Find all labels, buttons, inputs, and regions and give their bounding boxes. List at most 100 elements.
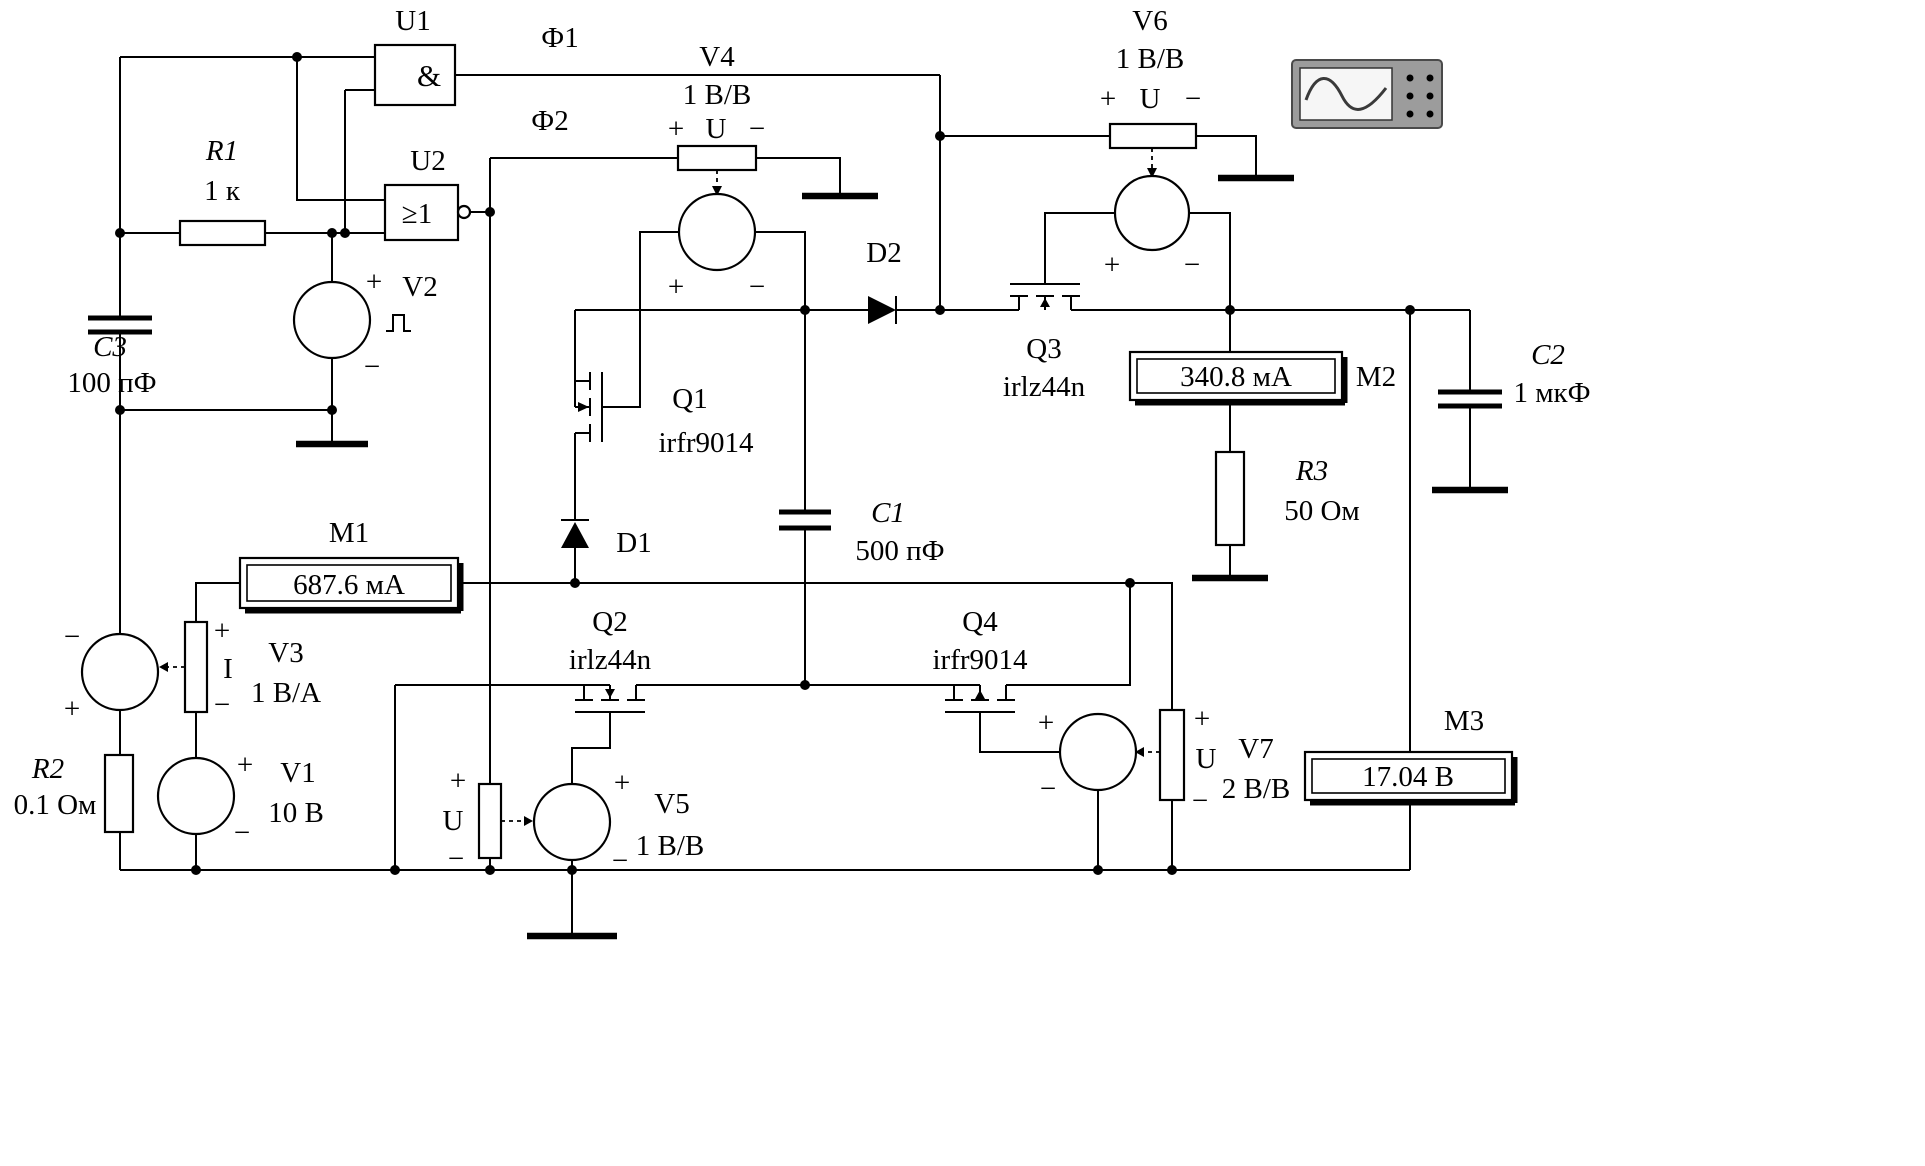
v4-plus-sign: + xyxy=(668,113,684,145)
v7-plus-sign: + xyxy=(1038,707,1054,739)
label-v2-ref: V2 xyxy=(402,271,437,303)
m1-reading: 687.6 мА xyxy=(293,569,405,601)
mosfet-q3: Q3 irlz44n xyxy=(1003,283,1086,403)
label-c3-value: 100 пФ xyxy=(67,367,156,399)
arrow-left xyxy=(1135,747,1144,757)
label-r2-ref: R2 xyxy=(31,753,64,785)
v4-out-plus-sign: + xyxy=(668,271,684,303)
v5-minus-sign: − xyxy=(612,845,628,877)
v6-out-plus-sign: + xyxy=(1104,249,1120,281)
label-q3-value: irlz44n xyxy=(1003,371,1086,403)
label-u2-ref: U2 xyxy=(410,145,445,177)
label-v6-value: 1 В/В xyxy=(1116,43,1185,75)
label-m1-ref: M1 xyxy=(329,517,369,549)
resistor-r3: R3 50 Ом xyxy=(1214,450,1360,547)
v6-minus-sign: − xyxy=(1185,83,1201,115)
label-q1-value: irfr9014 xyxy=(658,427,754,459)
label-net-phi2: Ф2 xyxy=(531,105,568,137)
v4-out-minus-sign: − xyxy=(749,271,765,303)
label-q2-ref: Q2 xyxy=(592,606,627,638)
or-gate-symbol: ≥1 xyxy=(402,198,432,230)
ammeter-m2: 340.8 мА M2 xyxy=(1128,350,1396,406)
label-c1-value: 500 пФ xyxy=(855,535,944,567)
label-net-phi1: Ф1 xyxy=(541,22,578,54)
label-v7-ref: V7 xyxy=(1238,733,1273,765)
label-c1-ref: C1 xyxy=(871,497,905,529)
wiring xyxy=(119,56,1471,936)
v7-minus-sign: − xyxy=(1040,773,1056,805)
label-v1-ref: V1 xyxy=(280,757,315,789)
label-u1-ref: U1 xyxy=(395,5,430,37)
v1-minus-sign: − xyxy=(234,817,250,849)
m3-reading: 17.04 В xyxy=(1362,761,1454,793)
resistor-r1: R1 1 к xyxy=(178,135,267,247)
v5-plus-sign: + xyxy=(614,767,630,799)
label-q3-ref: Q3 xyxy=(1026,333,1061,365)
label-v1-value: 10 В xyxy=(268,797,324,829)
label-c3-ref: C3 xyxy=(93,331,127,363)
label-v5-value: 1 В/В xyxy=(636,830,705,862)
v1-plus-sign: + xyxy=(237,749,253,781)
mosfet-arrow xyxy=(578,402,589,412)
voltmeter-m3: 17.04 В M3 xyxy=(1303,705,1518,806)
label-q4-ref: Q4 xyxy=(962,606,998,638)
inverter-bubble xyxy=(456,204,472,220)
and-gate-symbol: & xyxy=(417,58,441,93)
label-r1-ref: R1 xyxy=(205,135,238,167)
oscilloscope-icon xyxy=(1291,59,1443,129)
label-q2-value: irlz44n xyxy=(569,644,652,676)
capacitor-c2: C2 1 мкФ xyxy=(1438,339,1591,409)
source-v1: + − V1 10 В xyxy=(156,749,324,849)
diode-d1: D1 xyxy=(561,519,652,559)
v7-sense-plus-sign: + xyxy=(1194,703,1210,735)
label-m3-ref: M3 xyxy=(1444,705,1484,737)
mosfet-q4: Q4 irfr9014 xyxy=(932,606,1028,713)
label-v4-ref: V4 xyxy=(699,41,735,73)
mosfet-arrow xyxy=(1040,298,1050,307)
controlled-source-v4: V4 1 В/В + U − + − xyxy=(668,41,765,303)
label-r1-value: 1 к xyxy=(204,175,241,207)
label-c2-value: 1 мкФ xyxy=(1513,377,1590,409)
source-v2: + V2 − xyxy=(292,266,438,383)
arrow-left xyxy=(159,662,168,672)
v3-sense-i-sign: I xyxy=(223,653,233,685)
v3-plus-sign: + xyxy=(64,693,80,725)
v2-minus-sign: − xyxy=(364,351,380,383)
label-v4-value: 1 В/В xyxy=(683,79,752,111)
label-q4-value: irfr9014 xyxy=(932,644,1028,676)
m2-reading: 340.8 мА xyxy=(1180,361,1292,393)
v7-sense-u-sign: U xyxy=(1196,743,1217,775)
mosfet-q1: Q1 irfr9014 xyxy=(575,372,754,459)
label-c2-ref: C2 xyxy=(1531,339,1565,371)
v7-sense-minus-sign: − xyxy=(1192,785,1208,817)
square-wave-icon xyxy=(386,314,411,332)
label-v7-value: 2 В/В xyxy=(1222,773,1291,805)
label-r2-value: 0.1 Ом xyxy=(14,789,97,821)
controlled-source-v6: V6 1 В/В + U − + − xyxy=(1100,5,1201,281)
label-v5-ref: V5 xyxy=(654,788,689,820)
v3-sense-minus-sign: − xyxy=(214,689,230,721)
controlled-source-v5: + U − + − V5 1 В/В xyxy=(443,765,705,877)
v3-sense-plus-sign: + xyxy=(214,615,230,647)
label-v3-ref: V3 xyxy=(268,637,303,669)
label-r3-value: 50 Ом xyxy=(1284,495,1360,527)
diode-d2: D2 xyxy=(866,237,902,324)
resistor-r2: R2 0.1 Ом xyxy=(14,753,135,834)
capacitor-c1: C1 500 пФ xyxy=(779,497,945,567)
v2-plus-sign: + xyxy=(366,266,382,298)
v4-minus-sign: − xyxy=(749,113,765,145)
junction-dots xyxy=(115,52,1415,875)
label-r3-ref: R3 xyxy=(1295,455,1328,487)
controlled-source-v3: + I − V3 1 В/А − + xyxy=(64,615,321,725)
v6-out-minus-sign: − xyxy=(1184,249,1200,281)
label-q1-ref: Q1 xyxy=(672,383,707,415)
and-gate-u1: & U1 xyxy=(373,5,457,107)
v4-u-sign: U xyxy=(706,113,727,145)
arrow-down xyxy=(1147,168,1157,178)
v5-sense-minus-sign: − xyxy=(448,843,464,875)
mosfet-arrow xyxy=(605,689,615,698)
label-v3-value: 1 В/А xyxy=(251,677,321,709)
v6-plus-sign: + xyxy=(1100,83,1116,115)
